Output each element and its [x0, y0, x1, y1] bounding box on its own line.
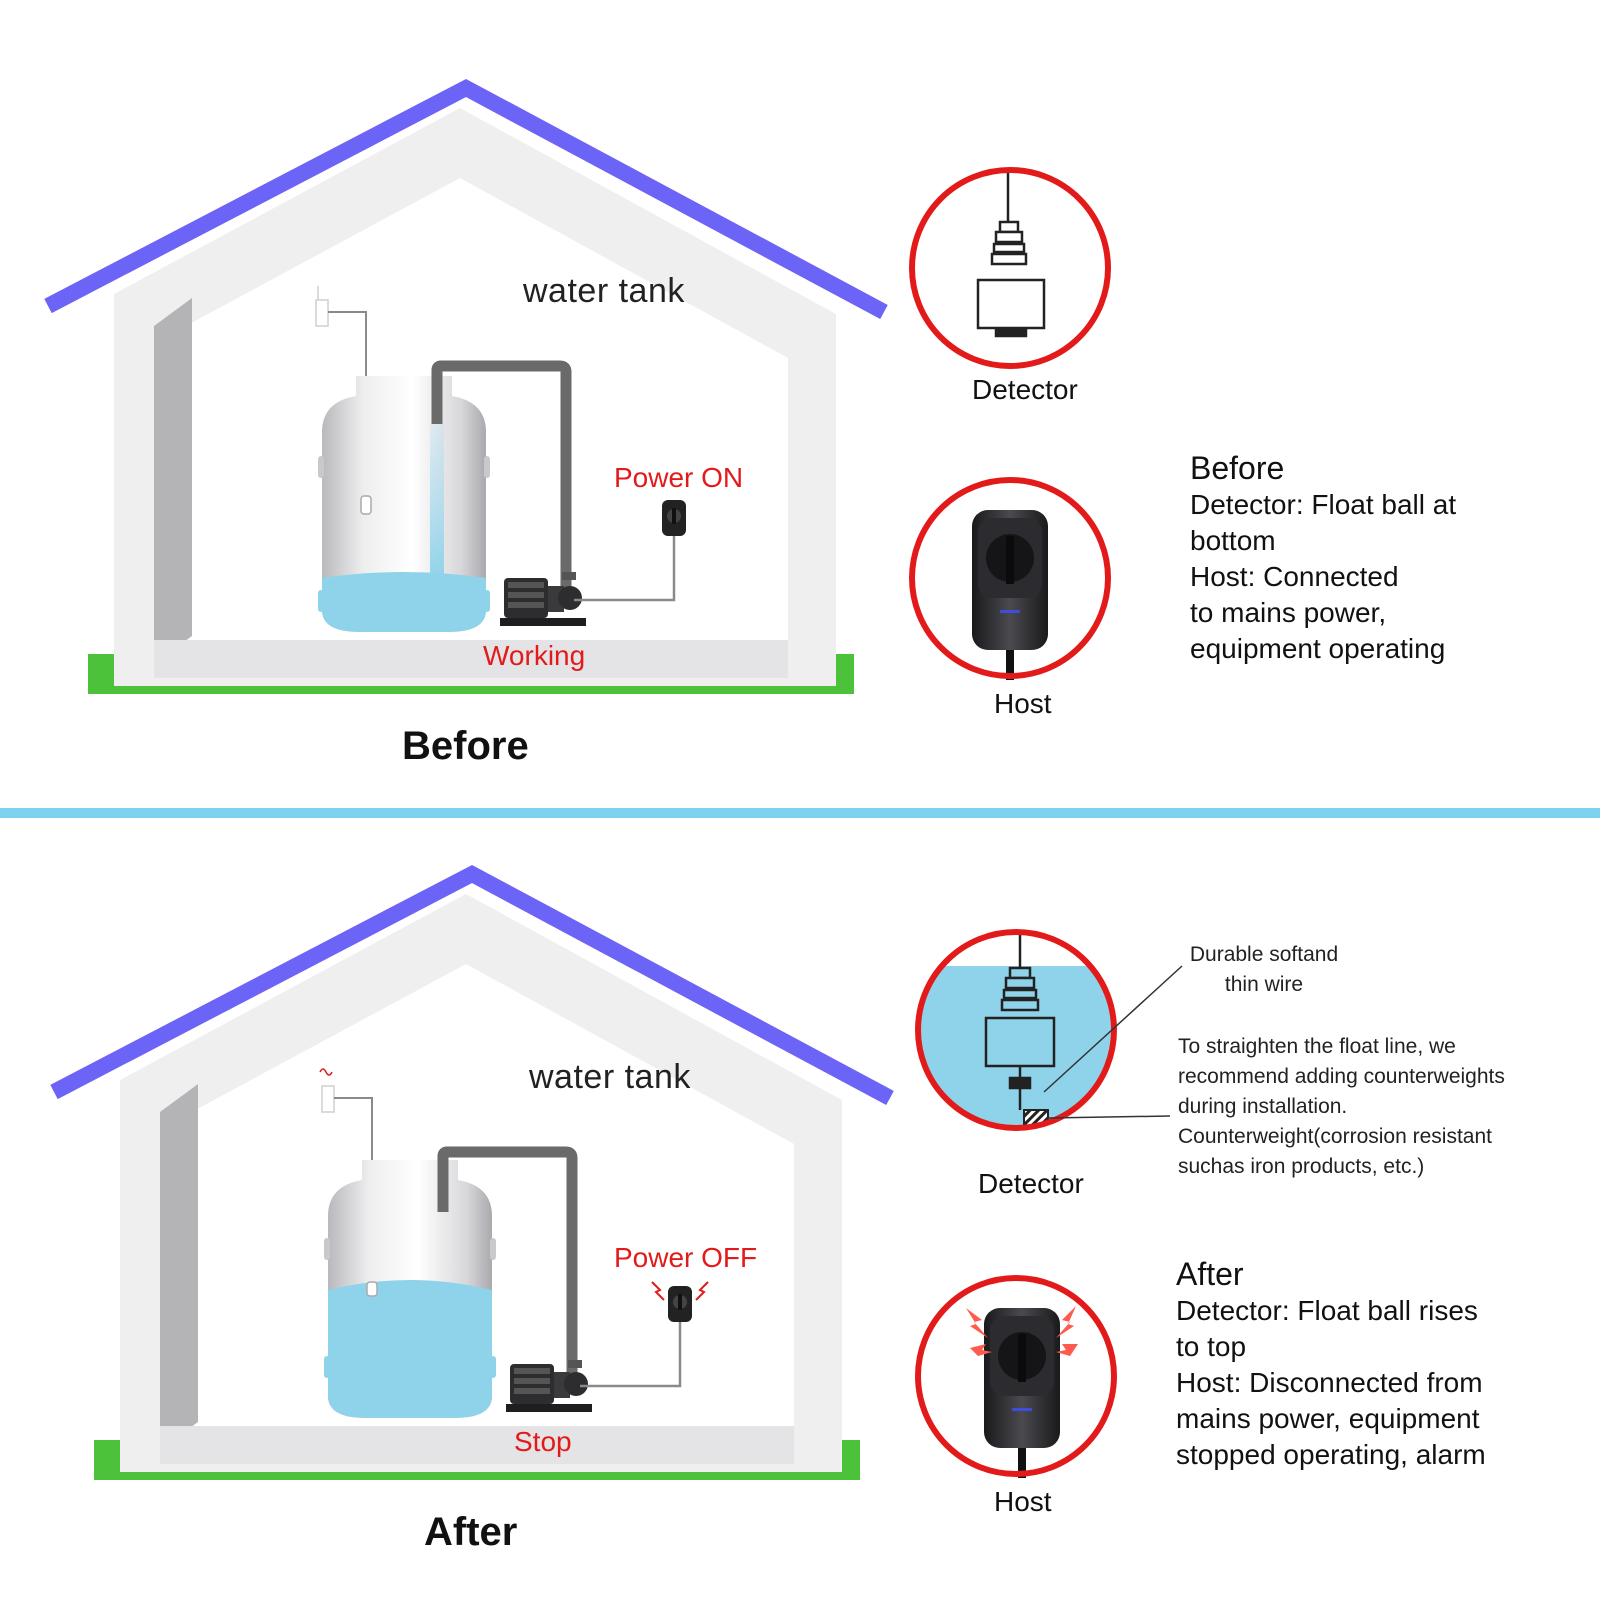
- after-panel-line: to top: [1176, 1331, 1247, 1362]
- after-callout-lines: [1043, 965, 1183, 1119]
- wire-note-line: Durable softand: [1189, 943, 1339, 966]
- after-panel-line: mains power, equipment: [1176, 1403, 1480, 1434]
- after-host-label: Host: [994, 1486, 1052, 1517]
- before-detector-inset: [909, 167, 1111, 369]
- after-tank: [324, 1160, 496, 1418]
- after-alarm-spark-icon: [651, 1281, 709, 1301]
- before-water: [322, 572, 486, 632]
- before-cable: [574, 532, 676, 602]
- after-water: [328, 1280, 492, 1418]
- before-tank: [318, 376, 490, 632]
- counterweight-note-line: To straighten the float line, we: [1178, 1035, 1456, 1058]
- after-tank-label: water tank: [529, 1058, 691, 1096]
- counterweight-note-line: suchas iron products, etc.): [1178, 1155, 1425, 1178]
- before-caption: Before: [402, 724, 529, 768]
- after-host-inset: [915, 1275, 1117, 1478]
- before-panel-line: Host: Connected: [1190, 561, 1399, 592]
- before-pump-status: Working: [483, 640, 586, 671]
- before-pipe: [431, 360, 572, 594]
- after-caption: After: [424, 1510, 518, 1554]
- before-water-flow: [430, 424, 444, 574]
- after-power-status: Power OFF: [614, 1242, 758, 1273]
- after-panel-line: Host: Disconnected from: [1176, 1367, 1483, 1398]
- before-host-inset: [909, 477, 1111, 680]
- counterweight-note-line: recommend adding counterweights: [1178, 1065, 1505, 1088]
- after-inset-alarm-icon: [966, 1306, 1078, 1356]
- before-panel-line: to mains power,: [1190, 597, 1387, 628]
- wire-note-line: thin wire: [1224, 973, 1304, 996]
- after-pipe: [437, 1146, 578, 1380]
- after-panel-title: After: [1176, 1256, 1244, 1292]
- counterweight-note: To straighten the float line, we recomme…: [1178, 1032, 1505, 1182]
- counterweight-note-line: Counterweight(corrosion resistant: [1178, 1125, 1492, 1148]
- before-info-panel: Before Detector: Float ball at bottom Ho…: [1190, 450, 1456, 667]
- counterweight-note-line: during installation.: [1178, 1095, 1348, 1118]
- before-panel-line: bottom: [1190, 525, 1276, 556]
- after-host-device: [668, 1286, 692, 1322]
- before-power-status: Power ON: [614, 462, 744, 493]
- after-detector-label: Detector: [978, 1168, 1084, 1199]
- before-panel-line: Detector: Float ball at: [1190, 489, 1457, 520]
- before-host-label: Host: [994, 688, 1052, 719]
- after-info-panel: After Detector: Float ball rises to top …: [1176, 1256, 1486, 1473]
- after-cable: [580, 1318, 682, 1388]
- after-panel-line: stopped operating, alarm: [1176, 1439, 1486, 1470]
- section-divider: [0, 808, 1600, 818]
- before-tank-label: water tank: [523, 272, 685, 310]
- after-panel-line: Detector: Float ball rises: [1176, 1295, 1478, 1326]
- before-host-device: [662, 500, 686, 536]
- before-detector-label: Detector: [972, 374, 1078, 405]
- before-panel-line: equipment operating: [1190, 633, 1446, 664]
- wire-note: Durable softand thin wire: [1174, 940, 1354, 1000]
- after-pump-status: Stop: [514, 1426, 572, 1457]
- after-detector-inset: [915, 929, 1117, 1131]
- before-panel-title: Before: [1190, 450, 1285, 486]
